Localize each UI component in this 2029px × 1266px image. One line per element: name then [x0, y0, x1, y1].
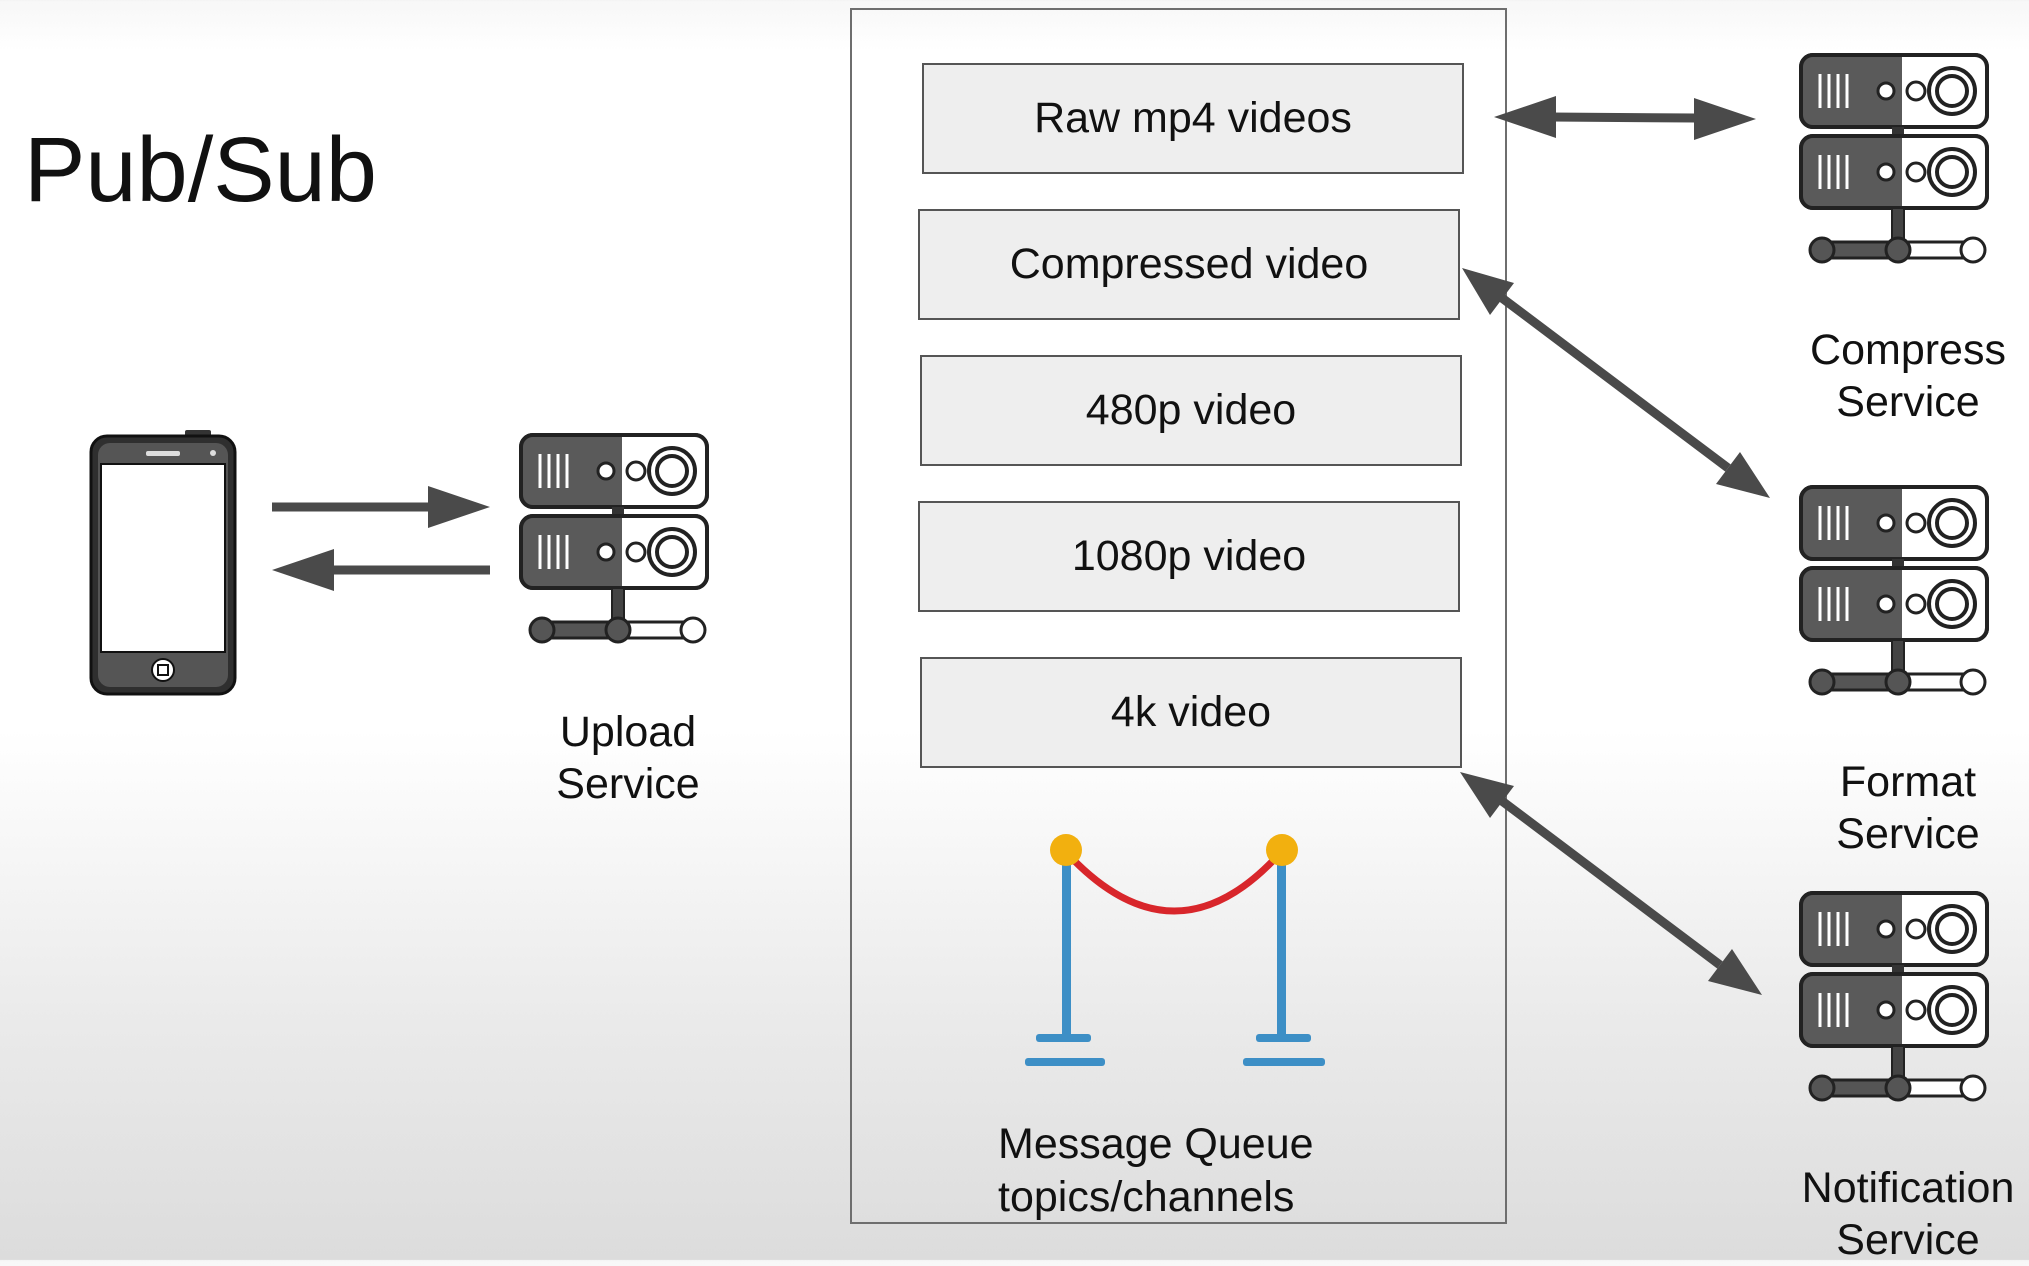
upload-service-label: Upload Service [528, 706, 728, 810]
page-title: Pub/Sub [24, 119, 377, 221]
arrowhead-notification [1708, 949, 1762, 995]
compress-service-line2: Service [1836, 378, 1980, 426]
topic-1080p: 1080p video [918, 501, 1460, 612]
message-queue-label: Message Queue topics/channels [998, 1118, 1314, 1224]
arrow-raw-compress [1549, 112, 1697, 123]
arrowhead-upload-to-phone [272, 549, 334, 591]
message-queue-line1: Message Queue [998, 1120, 1314, 1168]
stanchion-rope-icon [1025, 834, 1325, 1066]
topic-raw-mp4: Raw mp4 videos [922, 63, 1464, 174]
arrowhead-4k [1460, 772, 1514, 818]
message-queue-line2: topics/channels [998, 1173, 1295, 1221]
topic-compressed: Compressed video [918, 209, 1460, 320]
arrowhead-compress [1694, 98, 1756, 140]
format-service-line1: Format [1839, 758, 1977, 806]
notification-service-line1: Notification [1801, 1164, 2015, 1212]
arrowhead-format [1716, 452, 1770, 498]
upload-service-line1: Upload [559, 708, 697, 756]
topic-480p: 480p video [920, 355, 1462, 466]
notification-service-line2: Service [1836, 1216, 1980, 1264]
smartphone-icon [89, 430, 237, 696]
compress-service-label: Compress Service [1788, 324, 2028, 428]
arrow-compressed-format [1499, 294, 1731, 472]
format-service-label: Format Service [1788, 756, 2028, 860]
arrowhead-phone-to-upload [428, 486, 490, 528]
format-service-line2: Service [1836, 810, 1980, 858]
arrowhead-compressed [1462, 268, 1514, 315]
notification-service-label: Notification Service [1788, 1162, 2028, 1266]
arrow-4k-notification [1499, 797, 1723, 969]
message-queue [850, 8, 1507, 1224]
topic-4k: 4k video [920, 657, 1462, 768]
arrowhead-raw-left [1494, 96, 1556, 138]
upload-service-line2: Service [556, 760, 700, 808]
compress-service-line1: Compress [1810, 326, 2006, 374]
